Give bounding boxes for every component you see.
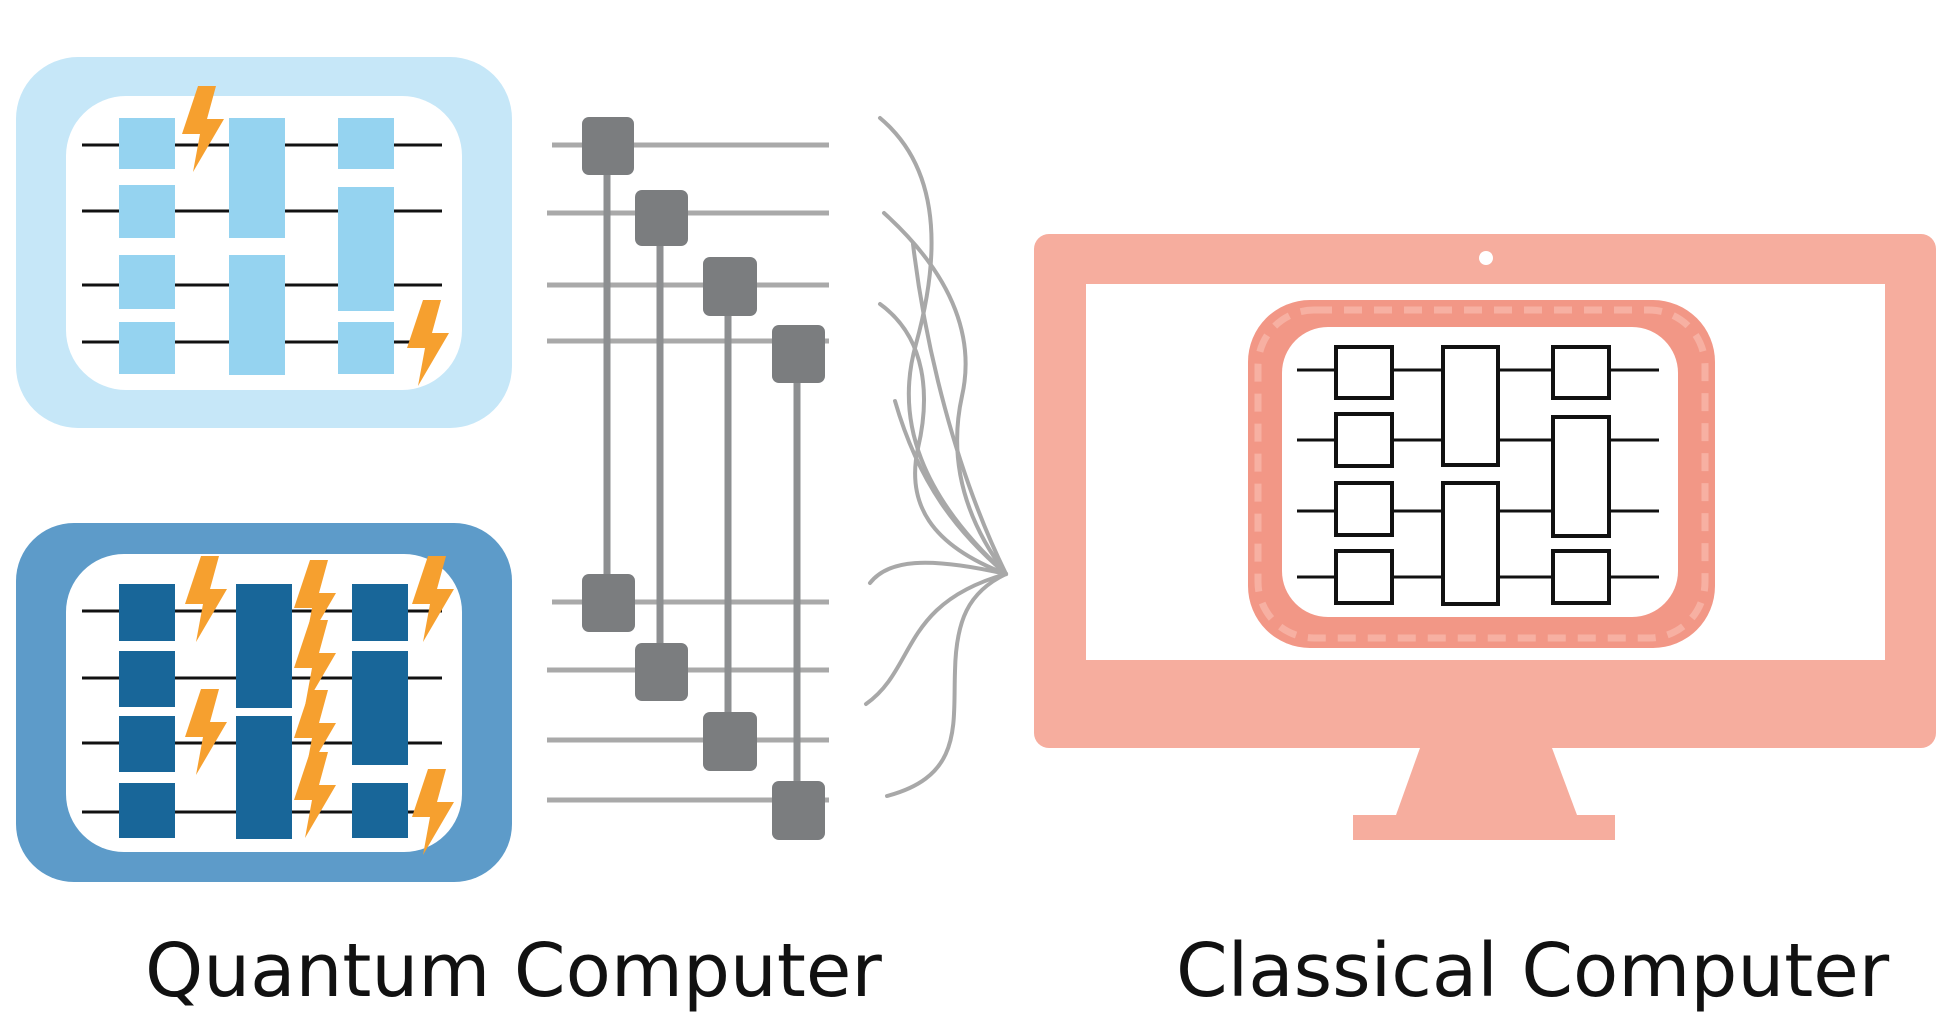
quantum-dark-gate <box>119 716 175 772</box>
connector-node <box>582 574 635 632</box>
simulator-dashed-border <box>1254 306 1709 642</box>
quantum-panel-dark <box>16 523 512 882</box>
quantum-dark-gate <box>352 651 408 765</box>
connector-vertical-lines <box>603 145 801 800</box>
connector-node <box>703 712 757 771</box>
quantum-dark-gate <box>236 716 292 839</box>
quantum-computer-label: Quantum Computer <box>145 928 882 1014</box>
quantum-panel-light <box>16 57 512 428</box>
classical-gate <box>1334 345 1394 400</box>
connector-node <box>772 781 825 840</box>
quantum-light-gate <box>229 118 285 238</box>
classical-gate <box>1334 549 1394 605</box>
connector-node <box>772 325 825 383</box>
connector-node <box>635 190 688 246</box>
classical-gate <box>1334 481 1394 537</box>
classical-monitor <box>1034 234 1936 840</box>
classical-gate <box>1334 412 1394 468</box>
quantum-dark-gates <box>119 584 408 839</box>
classical-gate <box>1441 345 1500 467</box>
classical-computer-label: Classical Computer <box>1176 928 1890 1014</box>
quantum-light-gate <box>338 187 394 311</box>
quantum-light-gate <box>338 322 394 374</box>
connector-node <box>582 117 634 175</box>
quantum-dark-gate <box>119 584 175 641</box>
entanglement-connector <box>547 117 829 840</box>
monitor-stand-base <box>1353 815 1615 840</box>
quantum-light-gates <box>119 118 394 375</box>
quantum-dark-gate <box>352 584 408 641</box>
connector-node <box>635 643 688 701</box>
quantum-light-gate <box>119 255 175 309</box>
webcam-dot-icon <box>1479 251 1493 265</box>
quantum-dark-gate <box>236 584 292 708</box>
quantum-dark-gate <box>119 651 175 707</box>
quantum-light-gate <box>229 255 285 375</box>
classical-gate <box>1441 481 1500 606</box>
quantum-light-gate <box>119 322 175 374</box>
quantum-dark-gate <box>119 783 175 838</box>
connector-node <box>703 257 757 316</box>
classical-circuit-gates <box>1334 345 1611 606</box>
classical-gate <box>1551 415 1611 538</box>
quantum-dark-gate <box>352 783 408 838</box>
quantum-light-gate <box>338 118 394 169</box>
quantum-light-gate <box>119 185 175 238</box>
connector-nodes <box>582 117 825 840</box>
quantum-light-gate <box>119 118 175 169</box>
quantum-panel-light-screen <box>66 96 462 390</box>
connector-horizontal-lines <box>547 142 829 803</box>
monitor-stand-neck <box>1396 748 1577 815</box>
classical-gate <box>1551 345 1611 400</box>
data-wire-bundle <box>864 116 1008 798</box>
classical-gate <box>1551 549 1611 605</box>
